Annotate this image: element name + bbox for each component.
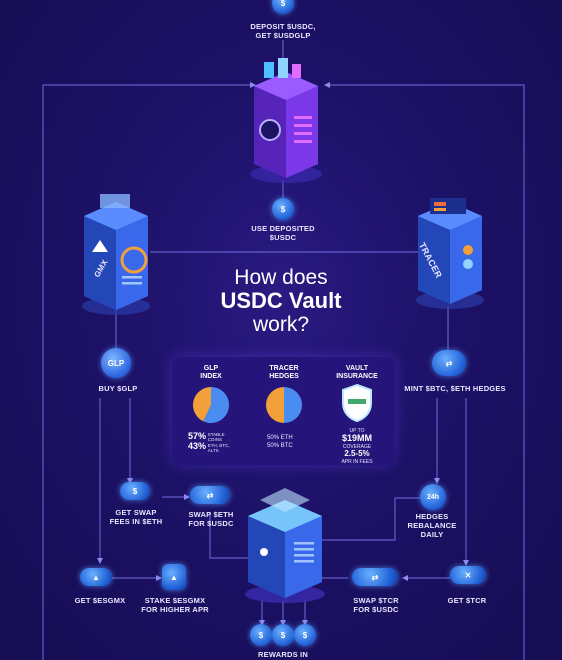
eth-coins-icon: $ — [120, 482, 150, 500]
clock-24h-icon: 24h — [420, 484, 446, 510]
get-esgmx-label: GET $esGMX — [74, 596, 126, 605]
vault-server-bottom — [245, 488, 325, 603]
glp-stat-1-label: STABLE COINS — [207, 432, 225, 443]
tracer-stat-2: 50% BTC — [267, 443, 293, 449]
stake-esgmx-label: STAKE $esGMX FOR HIGHER APR — [141, 596, 209, 614]
glp-index-column: GLP INDEX 57% STABLE COINS 43% ETH, BTC,… — [176, 365, 246, 453]
swap-hedges-icon: ⇄ — [432, 350, 466, 376]
pie-slice-btc — [266, 387, 284, 423]
tracer-hedges-heading: TRACER HEDGES — [269, 365, 299, 380]
deposit-label: DEPOSIT $USDC, GET $usdGLP — [250, 22, 316, 40]
title-line-1: How does — [234, 266, 328, 289]
pie-slice-stable-coins — [203, 387, 229, 423]
insurance-up-to: UP TO — [349, 428, 365, 434]
pie-slice-eth — [284, 387, 302, 423]
usdc-coin-icon: $ — [272, 624, 294, 646]
insurance-apr-label: APR IN FEES — [341, 459, 373, 465]
swap-tcr-icon: ⇄ — [352, 568, 398, 586]
esgmx-icon: ▲ — [80, 568, 112, 586]
insurance-coverage: COVERAGE — [342, 444, 372, 450]
buy-glp-label: BUY $GLP — [98, 384, 138, 393]
rewards-label: REWARDS IN — [258, 650, 308, 659]
hedges-rebalance-label: HEDGES REBALANCE DAILY — [407, 512, 457, 539]
tcr-coins-icon: ✕ — [450, 566, 486, 584]
get-tcr-label: GET $TCR — [447, 596, 487, 605]
vault-insurance-heading: VAULT INSURANCE — [336, 365, 378, 380]
swap-eth-label: SWAP $ETH FOR $USDC — [188, 510, 234, 528]
mint-hedges-label: MINT $BTC, $ETH HEDGES — [404, 384, 506, 393]
usdc-coin-icon: $ — [272, 198, 294, 220]
glp-stat-1: 57% STABLE COINS — [188, 431, 246, 443]
vault-server-top — [250, 58, 322, 183]
info-panel: GLP INDEX 57% STABLE COINS 43% ETH, BTC,… — [172, 357, 395, 465]
tracer-stat-1: 50% ETH — [267, 435, 293, 441]
glp-stat-2-value: 43% — [188, 441, 207, 452]
insurance-amount: $19MM — [341, 433, 372, 443]
swap-tcr-label: SWAP $TCR FOR $USDC — [353, 596, 399, 614]
gmx-server — [82, 194, 150, 315]
vault-insurance-column: VAULT INSURANCE UP TO $19MM COVERAGE 2.5… — [322, 365, 392, 465]
use-deposited-label: USE DEPOSITED $USDC — [251, 224, 315, 242]
stake-stack-icon: ▲ — [162, 564, 186, 590]
tracer-hedges-column: TRACER HEDGES 50% ETH 50% BTC — [249, 365, 319, 450]
usdc-coin-icon: $ — [294, 624, 316, 646]
tracer-hedges-pie — [266, 387, 302, 423]
usdc-coin-icon: $ — [272, 0, 294, 14]
title-line-2: USDC Vault — [220, 288, 342, 313]
usdc-coin-icon: $ — [250, 624, 272, 646]
get-swap-fees-label: GET SWAP FEES IN $ETH — [109, 508, 163, 526]
glp-stat-2-label: ETH, BTC, ALTS — [207, 442, 230, 453]
insurance-apr: 2.5-5% — [344, 449, 370, 458]
diagram-title: How does USDC Vault work? — [181, 266, 381, 336]
swap-eth-icon: ⇄ — [190, 486, 230, 504]
glp-stat-1-value: 57% — [188, 431, 207, 441]
title-line-3: work? — [252, 313, 310, 336]
glp-badge-icon: GLP — [101, 348, 131, 378]
glp-index-heading: GLP INDEX — [200, 365, 222, 380]
glp-index-pie — [193, 387, 229, 423]
glp-stat-2: 43% ETH, BTC, ALTS — [188, 441, 246, 453]
shield-icon — [342, 383, 372, 423]
tracer-server — [416, 198, 484, 309]
pie-slice-eth-btc-alts — [193, 387, 211, 422]
